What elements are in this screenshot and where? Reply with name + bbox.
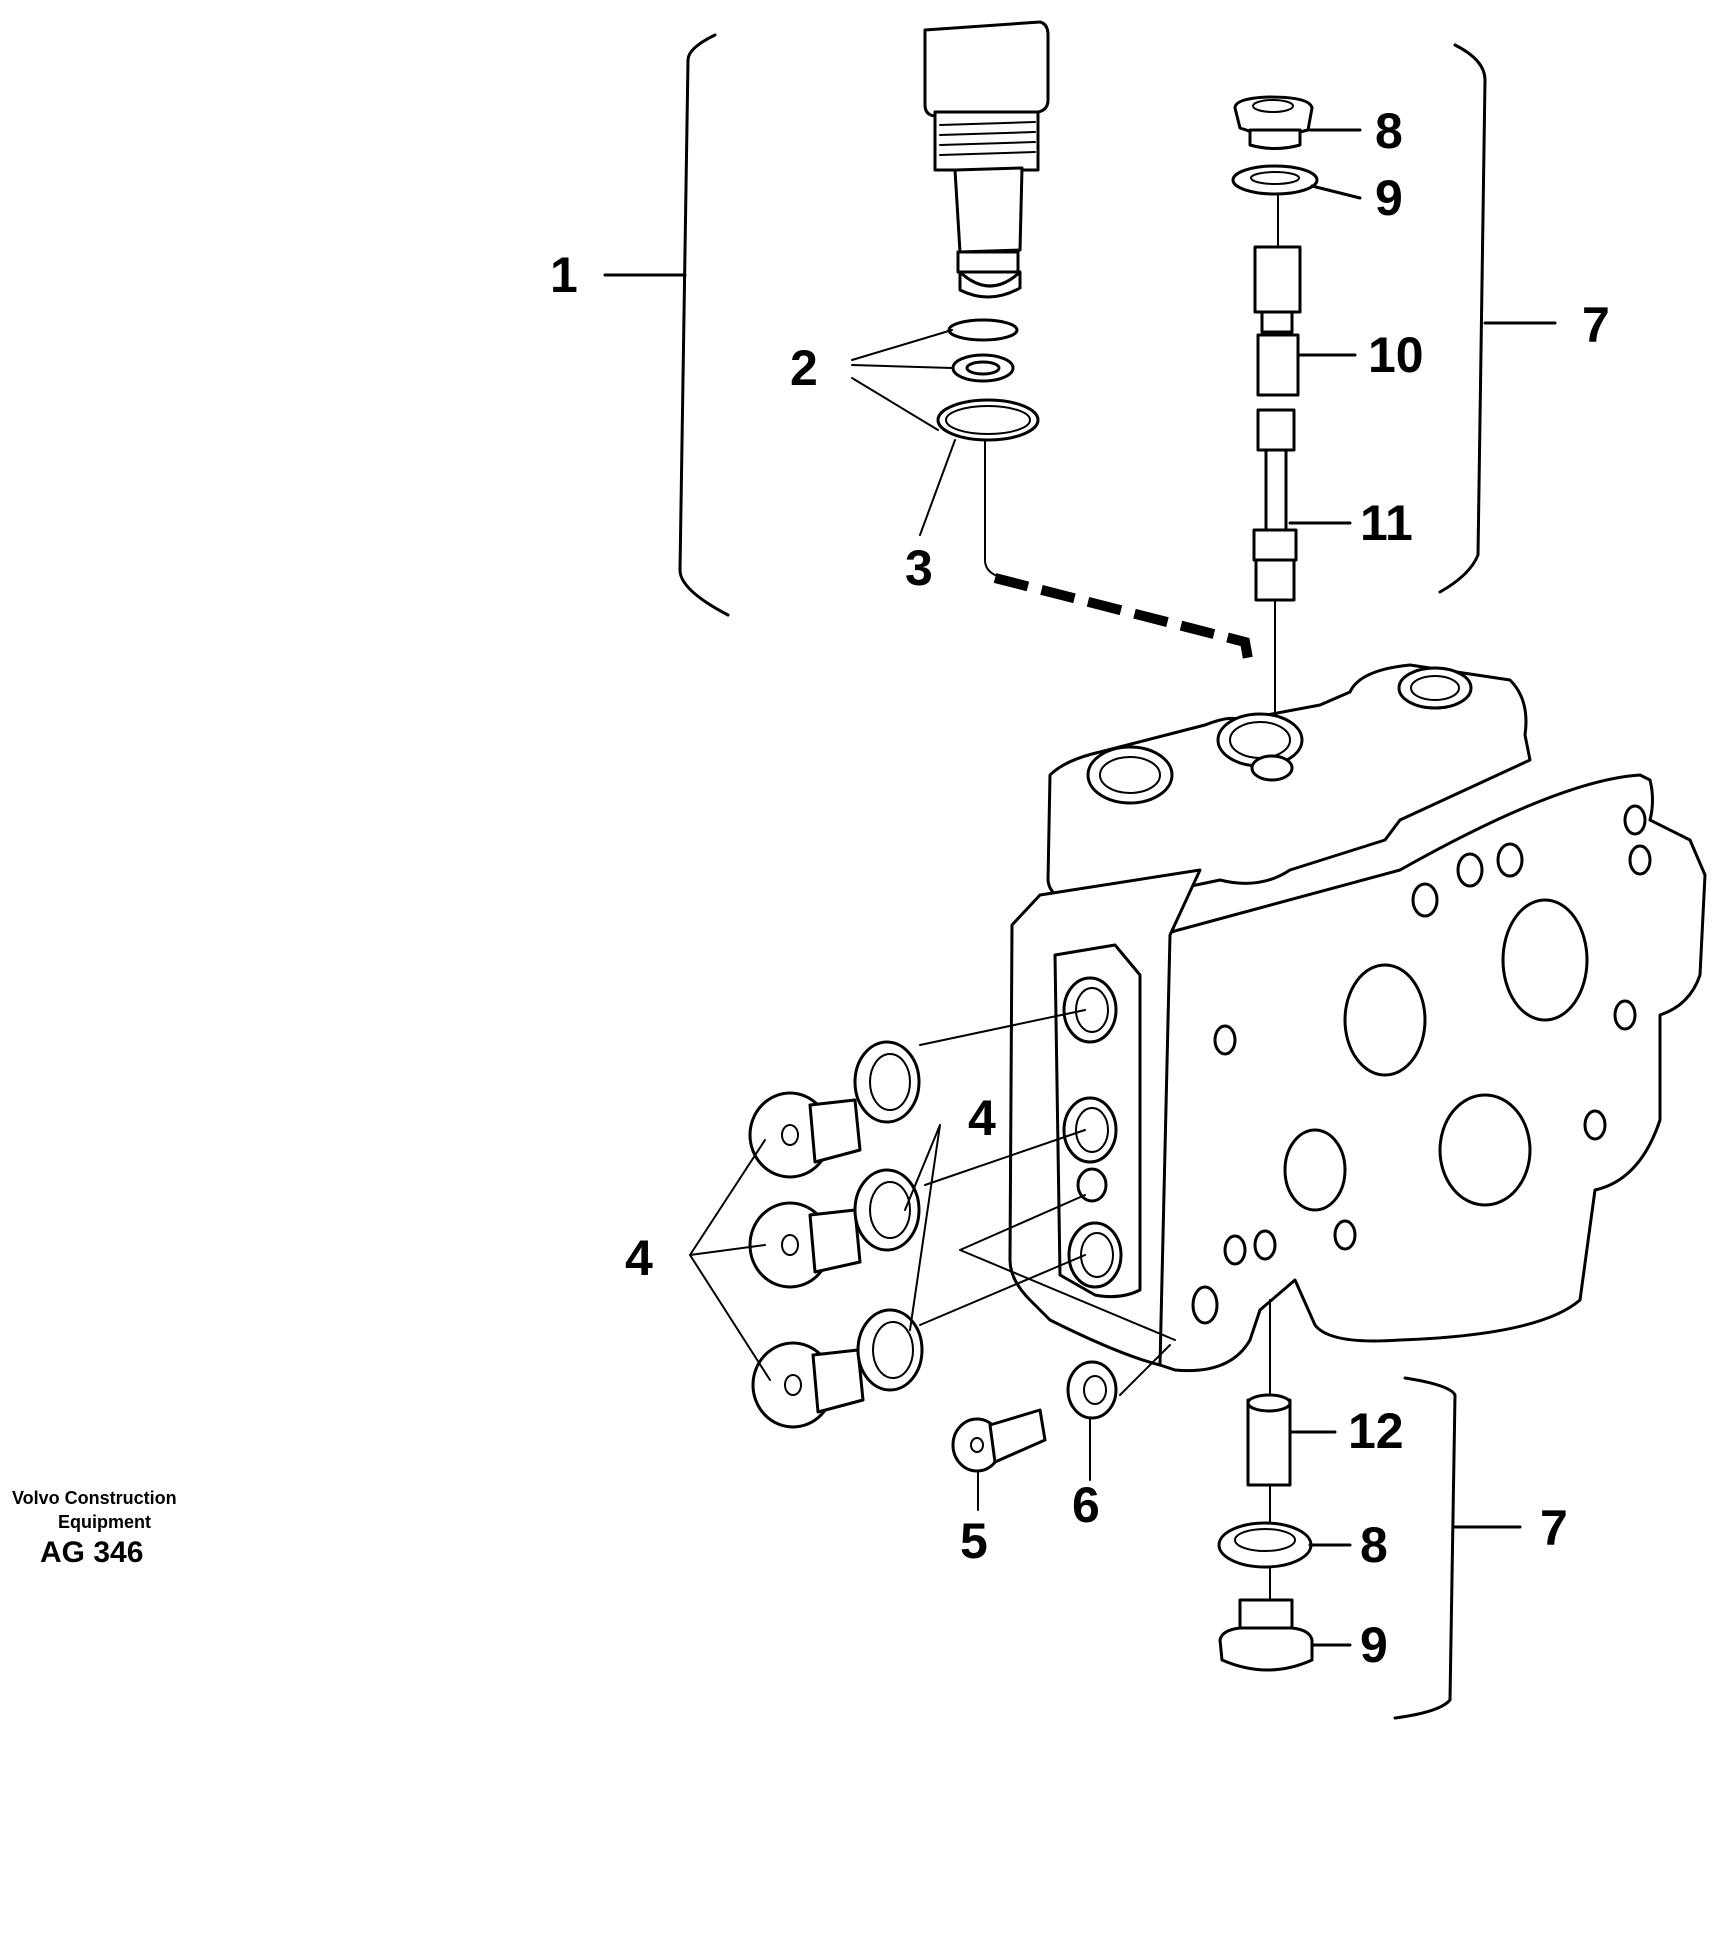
screw-5	[951, 1408, 1047, 1473]
plug-8-upper	[1233, 95, 1314, 150]
callout-7-upper: 7	[1582, 297, 1610, 353]
manufacturer-name-line2: Equipment	[58, 1512, 151, 1532]
callout-12: 12	[1348, 1403, 1404, 1459]
washer-6	[1066, 1360, 1118, 1420]
sleeve-12	[1246, 1393, 1292, 1487]
callout-7-lower: 7	[1540, 1500, 1568, 1556]
assembly-dash	[993, 573, 1255, 671]
callout-9-upper: 9	[1375, 170, 1403, 226]
leader-3	[919, 439, 956, 536]
piston-11	[1252, 408, 1298, 602]
leader-2b	[851, 364, 953, 369]
plug-4-top	[748, 1091, 862, 1179]
manufacturer-name: Volvo Construction	[12, 1488, 177, 1508]
callout-4-right: 4	[968, 1090, 996, 1146]
assembly-line-c	[919, 1254, 1086, 1326]
callout-11: 11	[1360, 495, 1413, 551]
valve-housing	[1008, 663, 1707, 1373]
bracket-1	[678, 33, 730, 617]
leader-4-right	[904, 1124, 941, 1331]
callout-10: 10	[1368, 327, 1424, 383]
assembly-line-a	[919, 1009, 1086, 1046]
plug-9-lower	[1218, 1598, 1314, 1672]
plug-4-bottom	[751, 1341, 865, 1429]
seal-8-lower	[1217, 1521, 1313, 1569]
spring-10	[1253, 245, 1302, 397]
relief-valve-cartridge	[923, 20, 1050, 299]
o-ring-inner	[945, 405, 1031, 435]
o-ring	[936, 398, 1040, 442]
backup-ring-a	[947, 318, 1019, 342]
leader-9-upper	[1310, 184, 1362, 200]
callout-4-left: 4	[625, 1230, 653, 1286]
leader-2a	[851, 329, 953, 361]
callout-8-lower: 8	[1360, 1517, 1388, 1573]
callout-5: 5	[960, 1513, 988, 1569]
callout-2: 2	[790, 340, 818, 396]
reference-code: AG 346	[40, 1536, 144, 1569]
leader-2c	[851, 377, 939, 431]
seal-4-top	[853, 1040, 921, 1124]
seal-9-upper	[1231, 164, 1319, 196]
bracket-7-lower	[1393, 1376, 1457, 1720]
plug-4-mid	[748, 1201, 862, 1289]
assembly-path-1	[984, 439, 996, 576]
seal-4-mid	[853, 1168, 921, 1252]
callout-9-lower: 9	[1360, 1617, 1388, 1673]
callout-1: 1	[550, 247, 578, 303]
callout-8-upper: 8	[1375, 103, 1403, 159]
assembly-line-b	[924, 1129, 1086, 1186]
callout-6: 6	[1072, 1477, 1100, 1533]
assembly-line-d	[959, 1194, 1176, 1396]
seal-4-bottom	[856, 1308, 924, 1392]
callout-3: 3	[905, 540, 933, 596]
leader-4-left	[689, 1139, 771, 1381]
bracket-7-upper	[1438, 43, 1487, 594]
backup-ring-b-hole	[965, 360, 1001, 376]
